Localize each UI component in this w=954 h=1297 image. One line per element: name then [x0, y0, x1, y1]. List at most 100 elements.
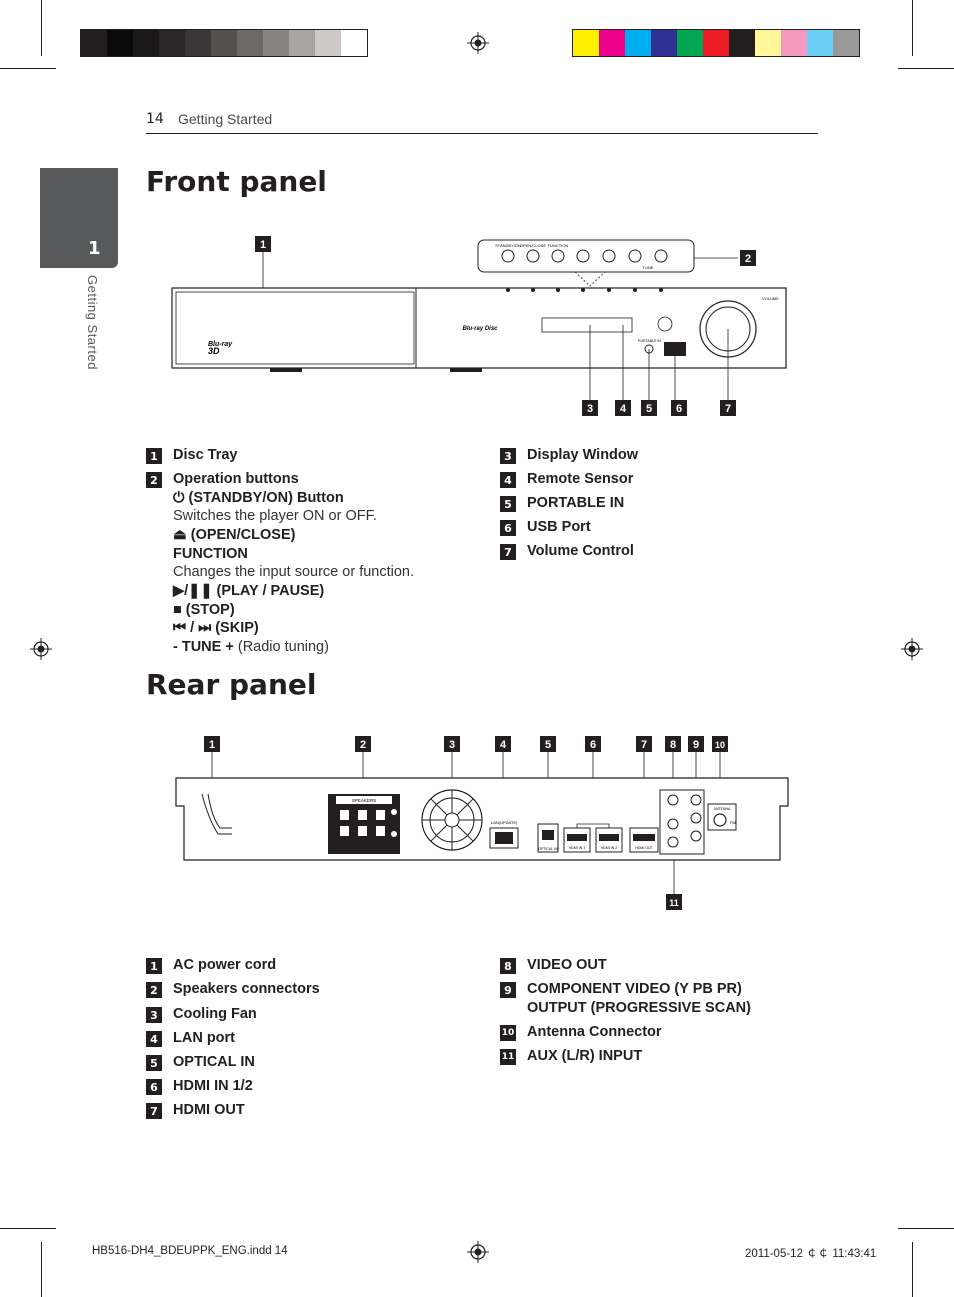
open-close-line: ⏏ (OPEN/CLOSE): [173, 527, 296, 543]
legend-label: USB Port: [527, 519, 591, 535]
callout-5: [641, 400, 657, 416]
callout-3: [444, 736, 460, 752]
color-swatch: [211, 30, 237, 56]
legend-label: Speakers connectors: [173, 981, 320, 997]
svg-text:3: 3: [449, 739, 455, 751]
svg-text:6: 6: [676, 403, 682, 415]
power-icon: ⏻: [173, 490, 189, 506]
legend-key: 6: [146, 1079, 162, 1095]
crop-mark: [41, 0, 42, 56]
svg-text:1: 1: [209, 739, 215, 751]
registration-mark-icon: [30, 638, 52, 660]
callout-9: [688, 736, 704, 752]
grayscale-color-bar: [80, 29, 368, 57]
callout-8: [665, 736, 681, 752]
legend-key: 3: [500, 448, 516, 464]
legend-key: 6: [500, 520, 516, 536]
svg-text:OPEN/CLOSE: OPEN/CLOSE: [520, 243, 546, 248]
svg-text:6: 6: [590, 739, 596, 751]
svg-text:11: 11: [669, 898, 679, 908]
color-swatch: [807, 30, 833, 56]
play-pause-icon: ▶/❚❚: [173, 583, 217, 599]
registration-mark-icon: [467, 1241, 489, 1263]
svg-text:FUNCTION: FUNCTION: [548, 243, 569, 248]
chapter-label: Getting Started: [85, 275, 100, 370]
registration-mark-icon: [901, 638, 923, 660]
svg-text:Blu-ray Disc: Blu-ray Disc: [462, 326, 498, 332]
standby-desc: Switches the player ON or OFF.: [173, 508, 377, 524]
callout-6: [671, 400, 687, 416]
callout-2: [355, 736, 371, 752]
svg-text:STANDBY/ON: STANDBY/ON: [495, 243, 521, 248]
color-swatch: [133, 30, 159, 56]
svg-text:7: 7: [641, 739, 647, 751]
color-swatch: [599, 30, 625, 56]
callout-7: [636, 736, 652, 752]
color-swatch: [289, 30, 315, 56]
footer-timestamp: 2011-05-12 ￠￠ 11:43:41: [745, 1248, 877, 1260]
color-swatch: [755, 30, 781, 56]
callout-2: [740, 250, 756, 266]
footer-filename: HB516-DH4_BDEUPPK_ENG.indd 14: [92, 1245, 288, 1257]
skip-line: ⏮ / ⏭ (SKIP): [173, 620, 259, 636]
color-swatch: [833, 30, 859, 56]
front-panel-heading: Front panel: [146, 165, 327, 198]
legend-key: 1: [146, 958, 162, 974]
crop-mark: [912, 0, 913, 56]
legend-label: OPTICAL IN: [173, 1054, 255, 1070]
color-swatch: [81, 30, 107, 56]
svg-text:1: 1: [260, 239, 266, 251]
stop-line: ■ (STOP): [173, 602, 235, 618]
legend-label: HDMI OUT: [173, 1102, 245, 1118]
svg-text:2: 2: [360, 739, 366, 751]
callout-10: [712, 736, 728, 752]
crop-mark: [912, 1242, 913, 1297]
svg-text:4: 4: [620, 403, 627, 415]
svg-text:PORTABLE IN: PORTABLE IN: [638, 339, 661, 343]
svg-text:HDMI IN 1: HDMI IN 1: [569, 846, 585, 850]
svg-text:HDMI IN 2: HDMI IN 2: [601, 846, 617, 850]
crop-mark: [898, 1228, 954, 1229]
legend-key: 4: [146, 1031, 162, 1047]
rear-panel-heading: Rear panel: [146, 668, 317, 701]
legend-key: 4: [500, 472, 516, 488]
legend-key: 5: [146, 1055, 162, 1071]
legend-label: Cooling Fan: [173, 1006, 257, 1022]
svg-text:SPEAKERS: SPEAKERS: [352, 798, 376, 803]
svg-text:3D: 3D: [208, 346, 220, 356]
svg-text:3: 3: [587, 403, 593, 415]
eject-icon: ⏏: [173, 527, 191, 543]
color-swatch: [625, 30, 651, 56]
svg-text:4: 4: [500, 739, 507, 751]
callout-4: [615, 400, 631, 416]
legend-key: 1: [146, 448, 162, 464]
legend-key: 2: [146, 472, 162, 488]
callout-1: [255, 236, 271, 252]
skip-icon: ⏮ / ⏭: [173, 620, 216, 636]
svg-text:9: 9: [693, 739, 699, 751]
svg-text:FM: FM: [730, 820, 736, 825]
legend-key: 7: [500, 544, 516, 560]
svg-text:5: 5: [646, 403, 652, 415]
chapter-number: 1: [88, 238, 101, 259]
legend-label: Remote Sensor: [527, 471, 634, 487]
process-color-bar: [572, 29, 860, 57]
legend-label: Operation buttons: [173, 471, 299, 487]
legend-key: 3: [146, 1007, 162, 1023]
callout-11: [666, 894, 682, 910]
legend-label: PORTABLE IN: [527, 495, 625, 511]
color-swatch: [185, 30, 211, 56]
color-swatch: [573, 30, 599, 56]
color-swatch: [237, 30, 263, 56]
color-swatch: [703, 30, 729, 56]
callout-1: [204, 736, 220, 752]
legend-label: Antenna Connector: [527, 1024, 662, 1040]
svg-text:ANTENNA: ANTENNA: [714, 807, 731, 811]
page-number: 14: [146, 111, 164, 127]
svg-text:10: 10: [715, 740, 725, 750]
play-pause-line: ▶/❚❚ (PLAY / PAUSE): [173, 583, 325, 599]
function-line: FUNCTION: [173, 546, 248, 562]
callout-5: [540, 736, 556, 752]
callout-7: [720, 400, 736, 416]
registration-mark-icon: [467, 32, 489, 54]
